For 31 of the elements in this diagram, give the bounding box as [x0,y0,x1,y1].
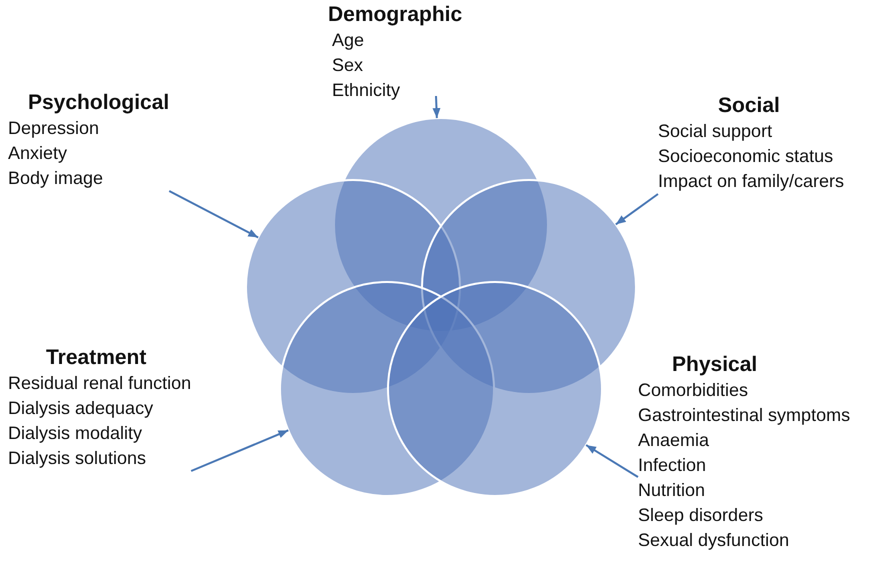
list-item: Ethnicity [332,79,400,102]
list-item: Nutrition [638,479,706,502]
venn-circle [387,281,603,497]
list-item: Gastrointestinal symptoms [638,404,850,427]
list-item: Sexual dysfunction [638,529,790,552]
list-item: Sex [332,54,364,77]
list-item: Comorbidities [638,379,748,402]
list-item: Infection [638,454,706,477]
list-item: Dialysis solutions [8,447,146,470]
list-item: Socioeconomic status [658,145,834,168]
list-item: Body image [8,167,104,190]
category-heading: Demographic [328,2,462,28]
arrow [586,444,639,478]
list-item: Social support [658,120,772,143]
list-item: Age [332,29,364,52]
arrow [432,96,440,118]
list-item: Sleep disorders [638,504,764,527]
arrow [168,190,259,238]
list-item: Anxiety [8,142,68,165]
list-item: Residual renal function [8,372,192,395]
category-heading: Treatment [46,345,146,371]
arrow [615,193,659,226]
category-heading: Physical [672,352,758,378]
list-item: Impact on family/carers [658,170,844,193]
list-item: Depression [8,117,100,140]
list-item: Dialysis modality [8,422,142,445]
category-heading: Social [718,93,780,119]
category-heading: Psychological [28,90,170,116]
arrow [190,429,289,472]
list-item: Dialysis adequacy [8,397,154,420]
list-item: Anaemia [638,429,710,452]
